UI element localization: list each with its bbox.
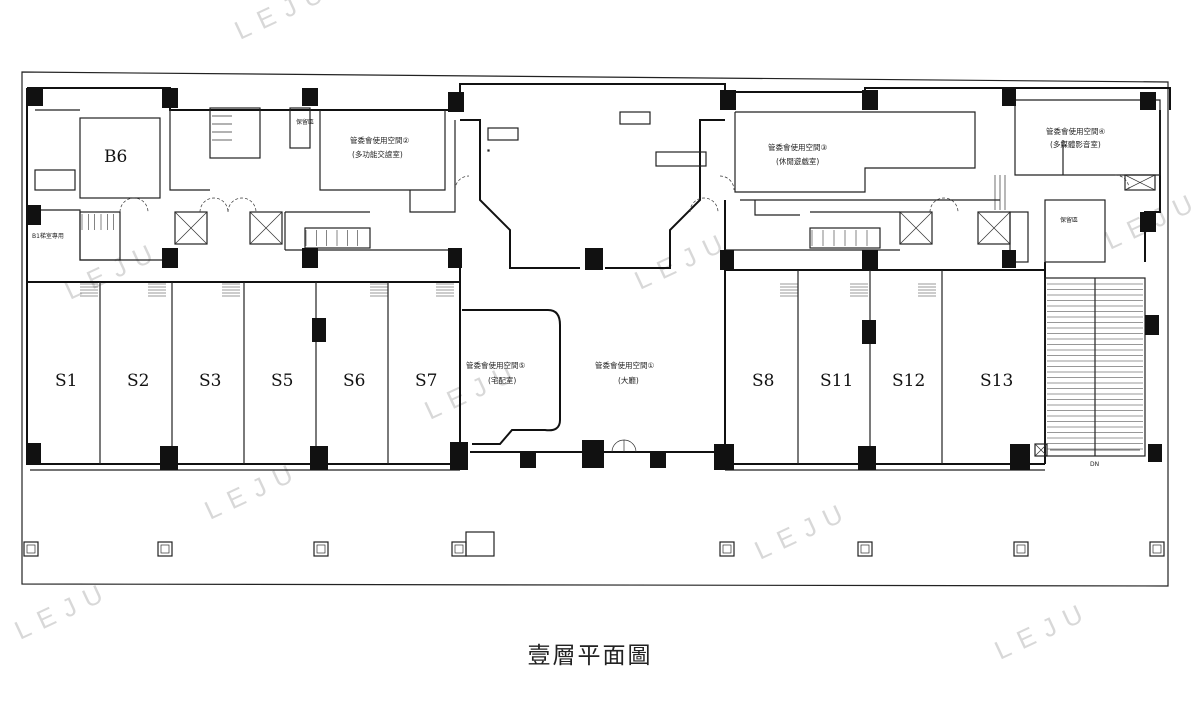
room-3-use: (休閒遊戲室) [776, 156, 819, 166]
building-outline [26, 83, 1171, 471]
b6-outline [34, 107, 311, 199]
parking-ramp [1034, 277, 1146, 457]
room-4-outline [994, 99, 1161, 263]
plan-title: 壹層平面圖 [527, 643, 653, 669]
unit-label-s7: S7 [415, 371, 437, 391]
stair-lines [80, 214, 936, 297]
watermark-text: LEJU [750, 494, 857, 565]
unit-label-s13: S13 [980, 371, 1013, 391]
lobby-entrance-doors [119, 174, 1130, 453]
room-4-use: (多媒體影音室) [1050, 139, 1101, 149]
unit-label-s12: S12 [892, 371, 925, 391]
watermark-text: LEJU [60, 234, 167, 305]
room-5-use: (宅配室) [488, 375, 516, 385]
room-3-name: 管委會使用空間③ [768, 142, 827, 152]
perimeter-planters [23, 531, 1165, 557]
unit-label-s3: S3 [199, 371, 221, 391]
unit-label-s1: S1 [55, 371, 77, 391]
reserved-area-left: 保留區 [296, 118, 314, 126]
structural-columns [27, 88, 1162, 470]
room-2-use: (多功能交誼室) [352, 149, 403, 159]
watermark-text: LEJU [10, 574, 117, 645]
lobby-outline [460, 111, 725, 269]
unit-label-s11: S11 [820, 371, 853, 391]
room-1-name: 管委會使用空間① [595, 360, 654, 370]
room-2-name: 管委會使用空間② [350, 135, 409, 145]
b1-entry-label: B1梯室專用 [32, 232, 64, 240]
room-2-outline [319, 110, 456, 213]
reserved-area-right: 保留區 [1060, 216, 1078, 224]
room-3-outline [734, 111, 1000, 216]
unit-labels: B6 S1 S2 S3 S5 S6 S7 S8 S11 S12 S13 [55, 147, 1013, 391]
site-boundary [21, 71, 1169, 587]
room-4-name: 管委會使用空間④ [1046, 126, 1105, 136]
room-5-name: 管委會使用空間⑤ [466, 360, 525, 370]
room-5-outline [462, 309, 561, 445]
core-left [27, 110, 460, 261]
unit-label-s5: S5 [271, 371, 293, 391]
shop-partitions-right [724, 200, 1046, 464]
room-labels: 管委會使用空間① (大廳) 管委會使用空間② (多功能交誼室) 管委會使用空間③… [32, 118, 1105, 468]
watermark-text: LEJU [200, 454, 307, 525]
shop-partitions-left [27, 250, 461, 464]
unit-label-s8: S8 [752, 371, 774, 391]
room-1-use: (大廳) [618, 375, 639, 385]
watermark-text: LEJU [990, 594, 1097, 665]
unit-label-s2: S2 [127, 371, 149, 391]
watermark-text: LEJU [230, 0, 337, 45]
unit-label-s6: S6 [343, 371, 365, 391]
unit-label-b6: B6 [104, 147, 127, 167]
ramp-down-label: DN [1090, 461, 1099, 468]
